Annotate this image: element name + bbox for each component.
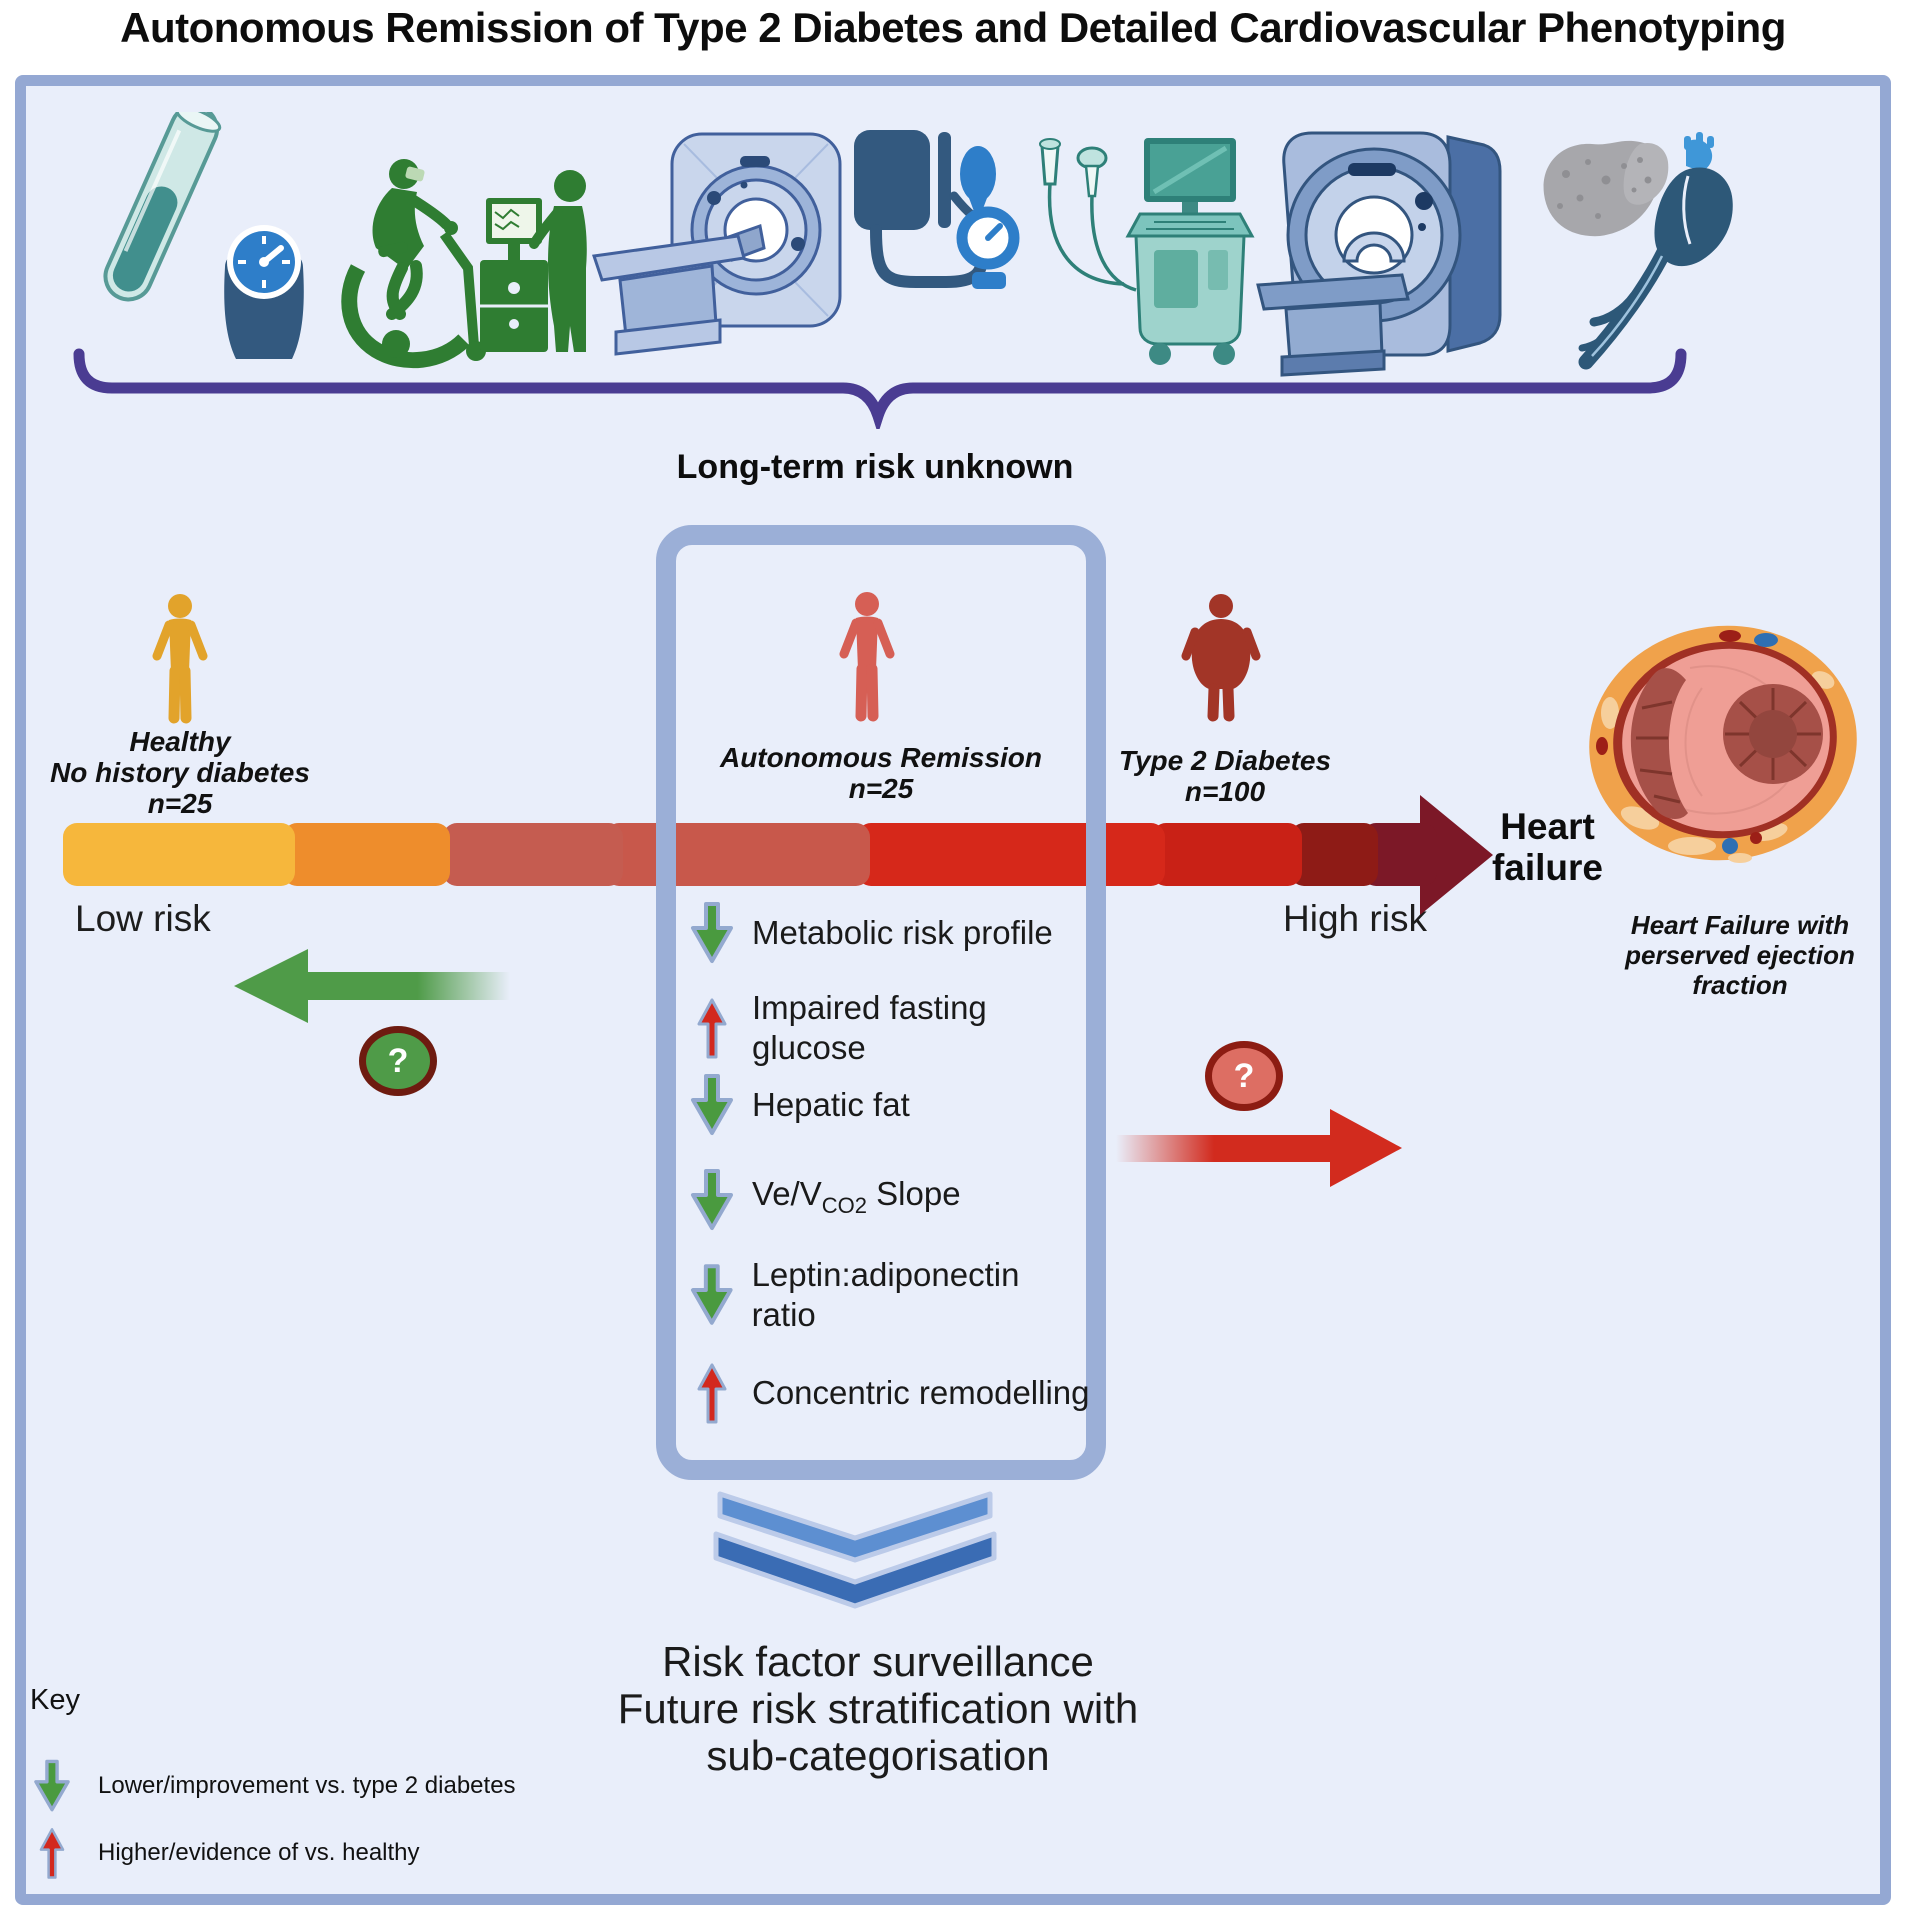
improvement-arrow-left [234, 949, 510, 1023]
test-tube-and-scale-icon [103, 112, 304, 359]
risk-bar-segment-5 [857, 823, 1165, 886]
remission-person-icon [839, 592, 895, 722]
key-item-label: Lower/improvement vs. type 2 diabetes [98, 1772, 516, 1799]
finding-label: Ve/VCO2 Slope [752, 1175, 961, 1218]
finding-label: Leptin:adiponectin ratio [751, 1256, 1020, 1333]
long-term-risk-label: Long-term risk unknown [676, 448, 1074, 486]
finding-row: Leptin:adiponectin ratio [686, 1256, 1090, 1333]
low-risk-label: Low risk [75, 898, 211, 939]
risk-bar-segment-4 [605, 823, 870, 886]
down-arrow-icon [691, 902, 733, 963]
heart-failure-label: Heart failure [1491, 806, 1604, 888]
test-tube-icon [103, 112, 222, 302]
key-title: Key [30, 1684, 80, 1716]
healthy-person-icon [152, 594, 208, 724]
risk-bar-segment-1 [63, 823, 295, 886]
hfpef-caption: Heart Failure with perserved ejection fr… [1625, 910, 1855, 1000]
diabetes-cohort-label: Type 2 Diabetes n=100 [1118, 745, 1332, 807]
blood-pressure-icon [854, 130, 1020, 289]
mri-scanner-icon [1256, 131, 1502, 377]
ultrasound-machine-icon [1039, 138, 1255, 365]
finding-label: Metabolic risk profile [752, 914, 1053, 951]
healthy-cohort-label: Healthy No history diabetes n=25 [50, 726, 310, 819]
liver-heart-icon [1543, 132, 1733, 370]
curly-brace [73, 348, 1687, 429]
question-mark-right: ? [1205, 1041, 1283, 1111]
question-mark-left: ? [359, 1026, 437, 1096]
ct-scanner-icon [592, 132, 842, 356]
down-arrow-icon [691, 1074, 733, 1135]
remission-findings-box [656, 525, 1106, 1480]
exercise-stress-test-icon [341, 159, 587, 369]
finding-row: Concentric remodelling [686, 1360, 1090, 1426]
finding-row: Impaired fasting glucose [686, 980, 1090, 1076]
figure-title: Autonomous Remission of Type 2 Diabetes … [120, 4, 1786, 51]
key-item-label: Higher/evidence of vs. healthy [98, 1839, 420, 1866]
remission-cohort-label: Autonomous Remission n=25 [719, 742, 1042, 804]
key-item: Higher/evidence of vs. healthy [30, 1822, 420, 1884]
finding-row: Ve/VCO2 Slope [686, 1167, 1090, 1233]
finding-row: Hepatic fat [686, 1072, 1090, 1138]
high-risk-label: High risk [1283, 898, 1427, 939]
progression-arrow-right [1116, 1109, 1402, 1187]
diabetes-person-icon [1181, 594, 1261, 722]
heart-cross-section-illustration [1589, 625, 1857, 863]
risk-bar-segment-2 [283, 823, 450, 886]
key-item: Lower/improvement vs. type 2 diabetes [30, 1754, 516, 1818]
finding-row: Metabolic risk profile [686, 900, 1090, 966]
risk-bar-segment-7 [1290, 823, 1378, 886]
risk-bar-arrowhead [1420, 795, 1493, 915]
weighing-scale-icon [224, 225, 304, 359]
risk-bar-segment-6 [1152, 823, 1302, 886]
outcome-text: Risk factor surveillance Future risk str… [617, 1638, 1139, 1779]
finding-label: Concentric remodelling [752, 1374, 1090, 1411]
down-arrow-icon [34, 1759, 70, 1812]
finding-label: Impaired fasting glucose [752, 989, 987, 1066]
down-arrow-icon [690, 1264, 733, 1325]
down-arrow-icon [691, 1169, 733, 1230]
finding-label: Hepatic fat [752, 1086, 910, 1123]
double-chevron-down-icon [713, 1491, 997, 1609]
up-arrow-icon [39, 1828, 65, 1879]
up-arrow-icon [697, 1363, 727, 1424]
risk-bar-segment-3 [443, 823, 623, 886]
up-arrow-icon [697, 998, 727, 1059]
